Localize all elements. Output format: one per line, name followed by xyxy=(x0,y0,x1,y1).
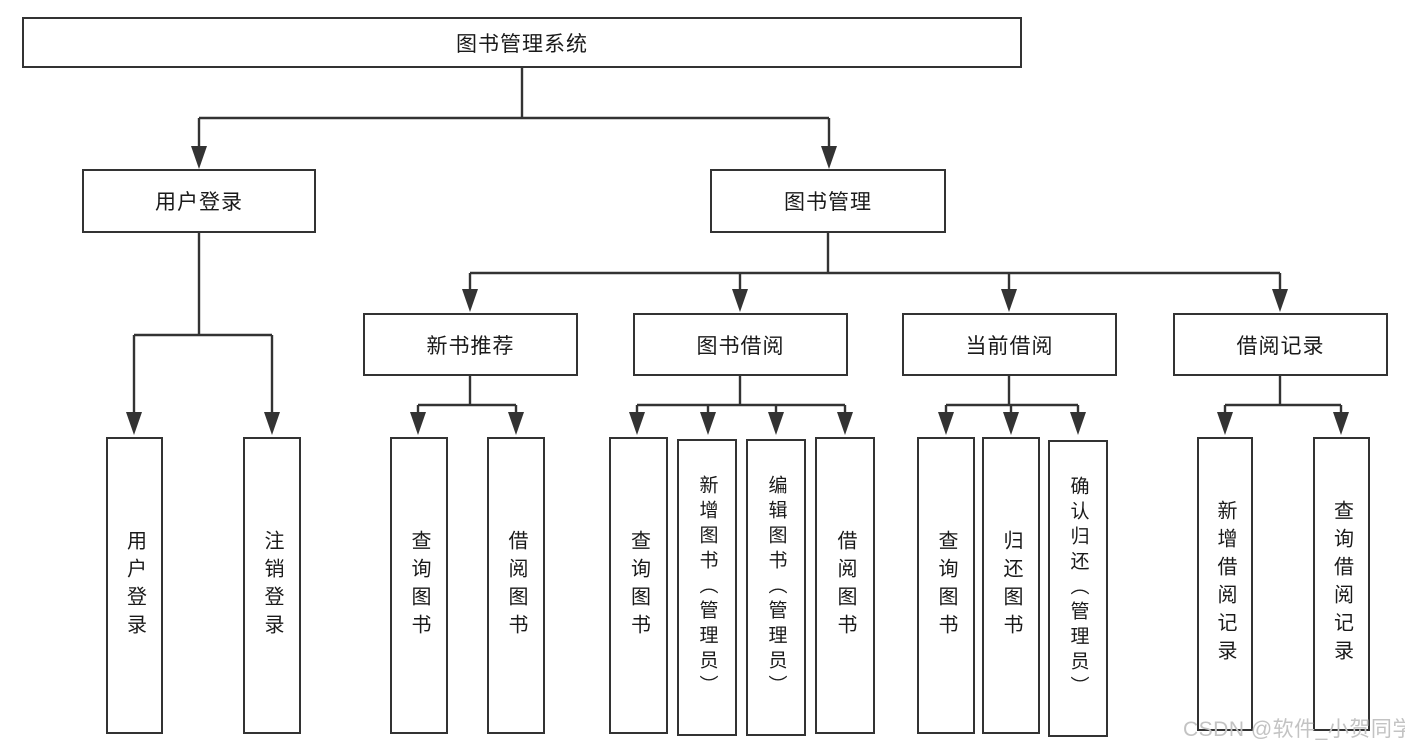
node-logout-leaf: 注销登录 xyxy=(243,437,301,734)
arrowhead xyxy=(732,289,748,312)
node-book-management: 图书管理 xyxy=(710,169,946,233)
node-borrow-records: 借阅记录 xyxy=(1173,313,1388,376)
arrowhead xyxy=(1217,412,1233,435)
node-label: 编辑图书（管理员） xyxy=(765,475,787,700)
arrowhead xyxy=(191,146,207,169)
node-label: 注销登录 xyxy=(261,529,283,642)
arrowhead xyxy=(1272,289,1288,312)
arrowhead xyxy=(126,412,142,435)
arrowhead xyxy=(1001,289,1017,312)
connector-book-borrow-children xyxy=(635,376,847,428)
node-label: 用户登录 xyxy=(155,191,243,214)
arrowhead xyxy=(768,412,784,435)
connector-borrow-records-children xyxy=(1223,376,1343,428)
node-label: 新书推荐 xyxy=(426,334,515,358)
arrowhead xyxy=(462,289,478,312)
arrowhead xyxy=(1070,412,1086,435)
node-label: 查询图书 xyxy=(408,529,430,642)
node-label: 借阅记录 xyxy=(1236,334,1325,358)
node-current-borrow: 当前借阅 xyxy=(902,313,1117,376)
node-library-management-system: 图书管理系统 xyxy=(22,17,1022,68)
node-label: 图书借阅 xyxy=(696,334,785,358)
arrowhead xyxy=(837,412,853,435)
arrowhead xyxy=(938,412,954,435)
connector-new-book-children xyxy=(416,376,518,428)
node-book-borrow: 图书借阅 xyxy=(633,313,848,376)
arrowhead xyxy=(1333,412,1349,435)
node-bb-add-books-admin: 新增图书（管理员） xyxy=(677,439,737,736)
node-user-login-leaf: 用户登录 xyxy=(106,437,163,734)
node-label: 当前借阅 xyxy=(965,334,1054,358)
arrowhead xyxy=(264,412,280,435)
arrowhead xyxy=(1003,412,1019,435)
node-bb-borrow-books: 借阅图书 xyxy=(815,437,875,734)
node-label: 查询图书 xyxy=(935,529,957,642)
node-label: 图书管理 xyxy=(784,191,872,214)
node-label: 确认归还（管理员） xyxy=(1067,476,1089,701)
connector-user-login-children xyxy=(132,233,274,428)
node-cb-query-books: 查询图书 xyxy=(917,437,975,734)
connector-book-management-children xyxy=(468,233,1282,305)
node-user-login: 用户登录 xyxy=(82,169,316,233)
node-cb-return-books: 归还图书 xyxy=(982,437,1040,734)
node-nb-borrow-books: 借阅图书 xyxy=(487,437,545,734)
watermark: CSDN @软件_小贺同学 xyxy=(1183,718,1405,741)
connector-root-to-level2 xyxy=(197,68,831,162)
node-label: 查询借阅记录 xyxy=(1330,500,1353,668)
node-cb-confirm-return-admin: 确认归还（管理员） xyxy=(1048,440,1108,737)
arrowhead xyxy=(508,412,524,435)
node-br-query-record: 查询借阅记录 xyxy=(1313,437,1370,731)
arrowhead xyxy=(821,146,837,169)
node-label: 用户登录 xyxy=(123,529,146,642)
node-new-book-recommend: 新书推荐 xyxy=(363,313,578,376)
node-label: 新增图书（管理员） xyxy=(696,475,718,700)
node-bb-query-books: 查询图书 xyxy=(609,437,668,734)
node-label: 借阅图书 xyxy=(505,529,527,642)
node-nb-query-books: 查询图书 xyxy=(390,437,448,734)
node-label: 图书管理系统 xyxy=(456,32,588,56)
node-label: 借阅图书 xyxy=(834,529,856,642)
node-br-add-record: 新增借阅记录 xyxy=(1197,437,1253,731)
node-label: 新增借阅记录 xyxy=(1214,500,1236,668)
arrowhead xyxy=(410,412,426,435)
arrowhead xyxy=(629,412,645,435)
node-bb-edit-books-admin: 编辑图书（管理员） xyxy=(746,439,806,736)
node-label: 查询图书 xyxy=(627,529,650,642)
node-label: 归还图书 xyxy=(1000,529,1022,642)
arrowhead xyxy=(700,412,716,435)
